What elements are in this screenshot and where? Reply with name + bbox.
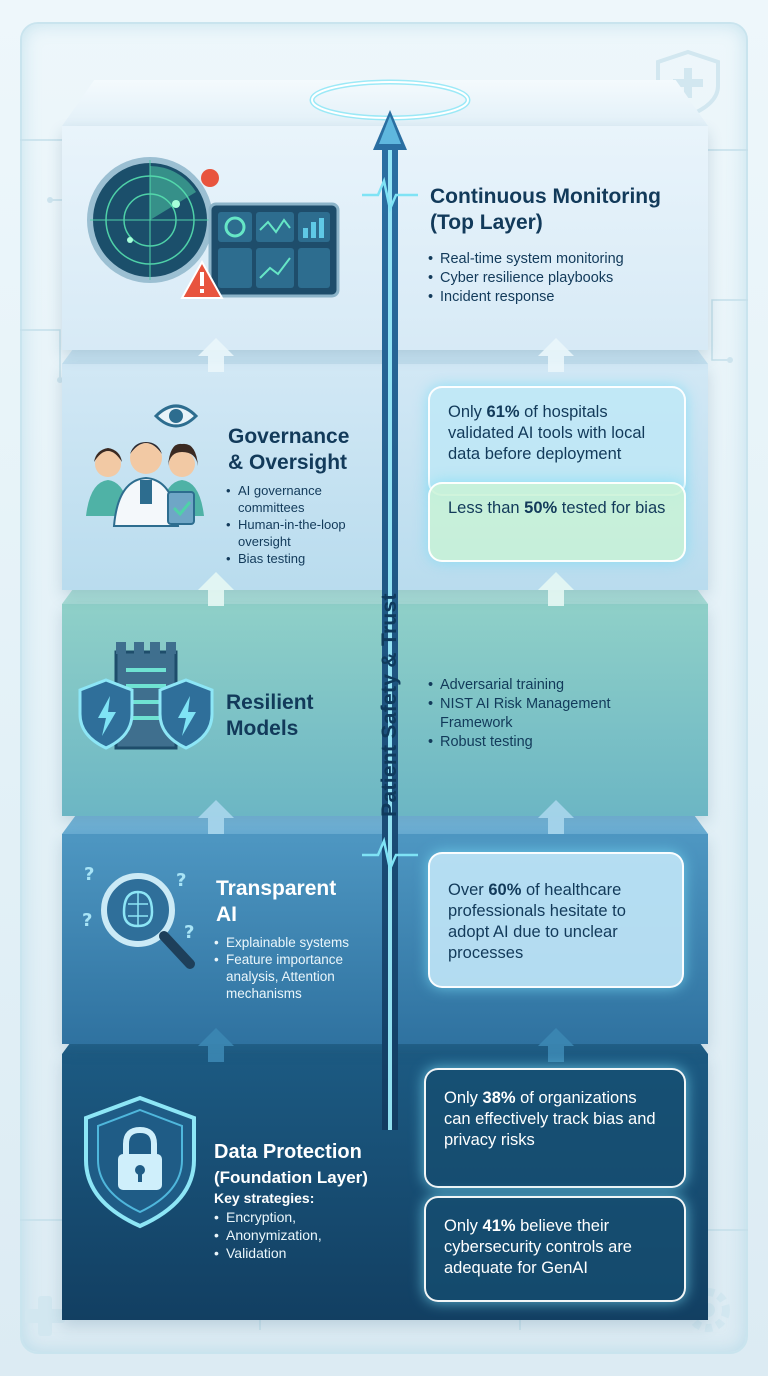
fortress-illustration	[78, 642, 214, 750]
layer-data-title: Data Protection (Foundation Layer)	[214, 1140, 368, 1190]
radar-icon	[87, 157, 213, 283]
stat-highlight: 38%	[482, 1089, 516, 1107]
stat-prefix: Over	[448, 881, 489, 899]
title-line: Resilient	[226, 691, 314, 714]
stat-suffix: of healthcare professionals hesitate to …	[448, 881, 626, 962]
stat-highlight: 50%	[524, 499, 558, 517]
question-icon: ????	[82, 864, 194, 943]
doctors-illustration	[86, 404, 204, 527]
bullet-item: Cyber resilience playbooks	[428, 269, 624, 288]
safety-spine-arrow	[373, 110, 407, 1130]
warning-icon	[180, 259, 224, 299]
heartbeat-icon	[362, 176, 418, 214]
bullet-item: Robust testing	[428, 733, 678, 752]
heartbeat-icon	[362, 836, 418, 874]
layer-transparent-title: Transparent AI	[216, 876, 336, 928]
monitoring-illustration	[87, 157, 340, 299]
title-line: & Oversight	[228, 451, 348, 474]
bullet-item: Validation	[214, 1244, 364, 1262]
svg-text:?: ?	[84, 864, 94, 885]
padlock-shield-icon	[84, 1095, 196, 1229]
bullet-item: Incident response	[428, 288, 624, 307]
up-arrow-icon	[198, 800, 234, 834]
svg-text:?: ?	[184, 922, 194, 943]
dashboard-icon	[208, 202, 340, 298]
bullet-item: Explainable systems	[214, 934, 364, 951]
title-line: Transparent	[216, 877, 337, 900]
layer-data-bullets: Encryption, Anonymization, Validation	[214, 1208, 364, 1262]
magnifier-brain-icon	[101, 873, 195, 969]
layer-governance-bullets: AI governance committees Human-in-the-lo…	[226, 482, 366, 567]
bullet-item: Adversarial training	[428, 676, 678, 695]
spine-label: Patient Safety & Trust	[378, 593, 401, 817]
eye-icon	[153, 404, 199, 428]
stat-prefix: Only	[448, 403, 487, 421]
svg-text:?: ?	[176, 870, 186, 891]
alert-icon	[201, 169, 219, 187]
stat-card: Only 61% of hospitals validated AI tools…	[428, 386, 686, 496]
stat-highlight: 60%	[488, 881, 522, 899]
stat-highlight: 61%	[486, 403, 520, 421]
title-line: (Top Layer)	[430, 211, 543, 234]
stat-prefix: Less than	[448, 499, 525, 517]
up-arrow-icon	[538, 338, 574, 372]
up-arrow-icon	[538, 800, 574, 834]
up-arrow-icon	[198, 338, 234, 372]
data-protection-illustration	[84, 1095, 196, 1229]
doctors-icon	[86, 442, 204, 527]
stat-suffix: of hospitals validated AI tools with loc…	[448, 403, 646, 463]
infographic-frame	[20, 22, 748, 1354]
bullet-item: Encryption,	[214, 1208, 364, 1226]
layer-resilient-title: Resilient Models	[226, 690, 314, 742]
bullet-item: Real-time system monitoring	[428, 250, 624, 269]
stat-suffix: of organizations can effectively track b…	[444, 1089, 656, 1149]
layer-resilient-bullets: Adversarial training NIST AI Risk Manage…	[428, 676, 678, 752]
title-line: Models	[226, 717, 299, 740]
stat-prefix: Only	[444, 1089, 483, 1107]
title-line: Data Protection	[214, 1141, 362, 1163]
bullet-item: NIST AI Risk Management Framework	[428, 695, 678, 733]
key-strategies-heading: Key strategies:	[214, 1190, 315, 1206]
layer-monitoring-bullets: Real-time system monitoring Cyber resili…	[428, 250, 624, 307]
stat-card: Only 38% of organizations can effectivel…	[424, 1068, 686, 1188]
stat-card: Less than 50% tested for bias	[428, 482, 686, 562]
bullet-item: Anonymization,	[214, 1226, 364, 1244]
stat-card: Only 41% believe their cybersecurity con…	[424, 1196, 686, 1302]
up-arrow-icon	[198, 1028, 234, 1062]
stat-card: Over 60% of healthcare professionals hes…	[428, 852, 684, 988]
layer-transparent-bullets: Explainable systems Feature importance a…	[214, 934, 364, 1002]
bullet-item: Bias testing	[226, 550, 366, 567]
transparent-ai-illustration: ????	[82, 864, 195, 969]
title-line: Governance	[228, 425, 350, 448]
title-line: Continuous Monitoring	[430, 185, 661, 208]
layer-governance-title: Governance & Oversight	[228, 424, 349, 476]
stat-suffix: believe their cybersecurity controls are…	[444, 1217, 632, 1277]
bullet-item: AI governance committees	[226, 482, 366, 516]
title-line: AI	[216, 903, 237, 926]
layer-monitoring-title: Continuous Monitoring (Top Layer)	[430, 184, 661, 236]
stat-prefix: Only	[444, 1217, 483, 1235]
stat-highlight: 41%	[482, 1217, 516, 1235]
shield-icon	[78, 678, 214, 750]
up-arrow-icon	[198, 572, 234, 606]
bullet-item: Human-in-the-loop oversight	[226, 516, 366, 550]
svg-text:?: ?	[82, 910, 92, 931]
stat-suffix: tested for bias	[557, 499, 666, 517]
bullet-item: Feature importance analysis, Attention m…	[214, 951, 364, 1002]
up-arrow-icon	[538, 1028, 574, 1062]
title-line: (Foundation Layer)	[214, 1168, 368, 1187]
up-arrow-icon	[538, 572, 574, 606]
